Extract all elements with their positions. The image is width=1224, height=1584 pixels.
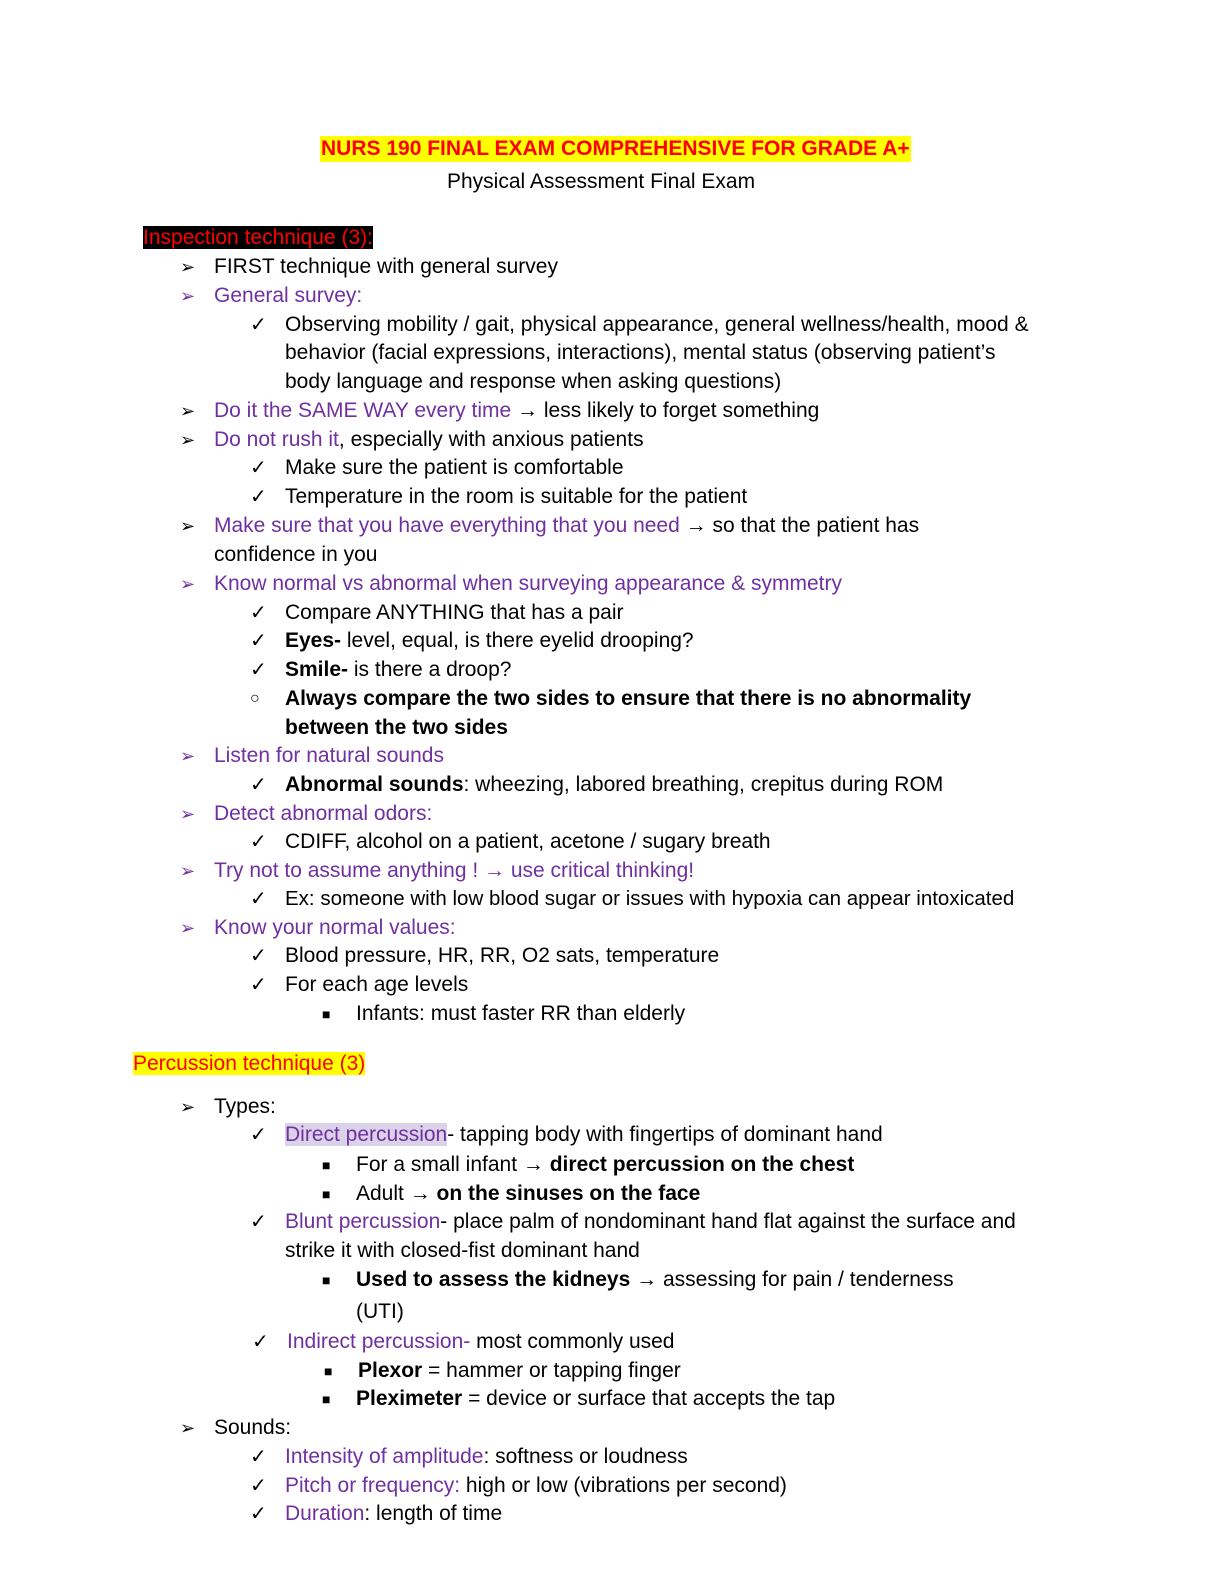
arrow-bullet-icon: ➢ xyxy=(180,861,196,881)
check-bullet-icon: ✓ xyxy=(250,1446,267,1468)
list-item: Duration: length of time xyxy=(285,1502,503,1525)
arrow-bullet-icon: ➢ xyxy=(180,746,196,766)
check-bullet-icon: ✓ xyxy=(250,774,267,796)
square-bullet-icon: ■ xyxy=(322,1186,331,1202)
list-item: Indirect percussion- most commonly used xyxy=(287,1330,675,1353)
list-item: Do it the SAME WAY every time → less lik… xyxy=(214,399,820,422)
list-item: Try not to assume anything ! → use criti… xyxy=(214,859,695,882)
check-bullet-icon: ✓ xyxy=(250,974,267,996)
list-item: Do not rush it, especially with anxious … xyxy=(214,428,644,451)
check-bullet-icon: ✓ xyxy=(250,457,267,479)
document-title: NURS 190 FINAL EXAM COMPREHENSIVE FOR GR… xyxy=(320,136,911,162)
arrow-bullet-icon: ➢ xyxy=(180,918,196,938)
list-item: Make sure the patient is comfortable xyxy=(285,456,624,479)
list-item: Infants: must faster RR than elderly xyxy=(356,1002,686,1025)
check-bullet-icon: ✓ xyxy=(250,1211,267,1233)
check-bullet-icon: ✓ xyxy=(252,1331,269,1353)
list-item: Make sure that you have everything that … xyxy=(214,514,920,537)
circle-bullet-icon: ○ xyxy=(250,690,260,707)
list-item: FIRST technique with general survey xyxy=(214,255,558,278)
document-subtitle: Physical Assessment Final Exam xyxy=(447,170,756,193)
list-item: Sounds: xyxy=(214,1416,292,1439)
list-item: Compare ANYTHING that has a pair xyxy=(285,601,624,624)
arrow-bullet-icon: ➢ xyxy=(180,430,196,450)
list-item: Abnormal sounds: wheezing, labored breat… xyxy=(285,773,944,796)
list-item: General survey: xyxy=(214,284,363,307)
list-item: Listen for natural sounds xyxy=(214,744,444,767)
list-item: Adult → on the sinuses on the face xyxy=(356,1182,701,1205)
check-bullet-icon: ✓ xyxy=(250,888,267,910)
arrow-bullet-icon: ➢ xyxy=(180,401,196,421)
arrow-bullet-icon: ➢ xyxy=(180,574,196,594)
list-item: Blunt percussion- place palm of nondomin… xyxy=(285,1210,1016,1233)
check-bullet-icon: ✓ xyxy=(250,486,267,508)
list-item: Types: xyxy=(214,1095,276,1118)
arrow-bullet-icon: ➢ xyxy=(180,257,196,277)
check-bullet-icon: ✓ xyxy=(250,630,267,652)
list-item: Smile- is there a droop? xyxy=(285,658,512,681)
list-item-continuation: strike it with closed-fist dominant hand xyxy=(285,1239,640,1262)
inspection-heading: Inspection technique (3): xyxy=(143,226,373,249)
list-item: Temperature in the room is suitable for … xyxy=(285,485,748,508)
list-item-continuation: (UTI) xyxy=(356,1300,404,1323)
list-item-continuation: between the two sides xyxy=(285,716,508,739)
arrow-bullet-icon: ➢ xyxy=(180,516,196,536)
list-item: Intensity of amplitude: softness or loud… xyxy=(285,1445,688,1468)
list-item: Know normal vs abnormal when surveying a… xyxy=(214,572,842,595)
list-item-continuation: confidence in you xyxy=(214,543,378,566)
square-bullet-icon: ■ xyxy=(324,1363,333,1379)
check-bullet-icon: ✓ xyxy=(250,314,267,336)
list-item: Know your normal values: xyxy=(214,916,456,939)
arrow-bullet-icon: ➢ xyxy=(180,1097,196,1117)
list-item: CDIFF, alcohol on a patient, acetone / s… xyxy=(285,830,771,853)
list-item: Eyes- level, equal, is there eyelid droo… xyxy=(285,629,694,652)
square-bullet-icon: ■ xyxy=(322,1157,331,1173)
list-item: Always compare the two sides to ensure t… xyxy=(285,687,972,710)
list-item: Detect abnormal odors: xyxy=(214,802,433,825)
check-bullet-icon: ✓ xyxy=(250,659,267,681)
list-item: Ex: someone with low blood sugar or issu… xyxy=(285,887,1015,910)
square-bullet-icon: ■ xyxy=(322,1006,331,1022)
check-bullet-icon: ✓ xyxy=(250,831,267,853)
square-bullet-icon: ■ xyxy=(322,1272,331,1288)
list-item: Direct percussion- tapping body with fin… xyxy=(285,1123,883,1146)
check-bullet-icon: ✓ xyxy=(250,1124,267,1146)
list-item: Pleximeter = device or surface that acce… xyxy=(356,1387,836,1410)
list-item: Observing mobility / gait, physical appe… xyxy=(285,313,1029,336)
percussion-heading: Percussion technique (3) xyxy=(133,1052,366,1075)
square-bullet-icon: ■ xyxy=(322,1391,331,1407)
list-item: For a small infant → direct percussion o… xyxy=(356,1153,855,1176)
check-bullet-icon: ✓ xyxy=(250,1503,267,1525)
check-bullet-icon: ✓ xyxy=(250,1475,267,1497)
check-bullet-icon: ✓ xyxy=(250,602,267,624)
list-item: Plexor = hammer or tapping finger xyxy=(358,1359,681,1382)
arrow-bullet-icon: ➢ xyxy=(180,1418,196,1438)
arrow-bullet-icon: ➢ xyxy=(180,804,196,824)
list-item: Blood pressure, HR, RR, O2 sats, tempera… xyxy=(285,944,720,967)
list-item: Pitch or frequency: high or low (vibrati… xyxy=(285,1474,787,1497)
list-item-continuation: body language and response when asking q… xyxy=(285,370,782,393)
arrow-bullet-icon: ➢ xyxy=(180,286,196,306)
list-item: Used to assess the kidneys → assessing f… xyxy=(356,1268,954,1291)
list-item-continuation: behavior (facial expressions, interactio… xyxy=(285,341,996,364)
check-bullet-icon: ✓ xyxy=(250,945,267,967)
list-item: For each age levels xyxy=(285,973,469,996)
